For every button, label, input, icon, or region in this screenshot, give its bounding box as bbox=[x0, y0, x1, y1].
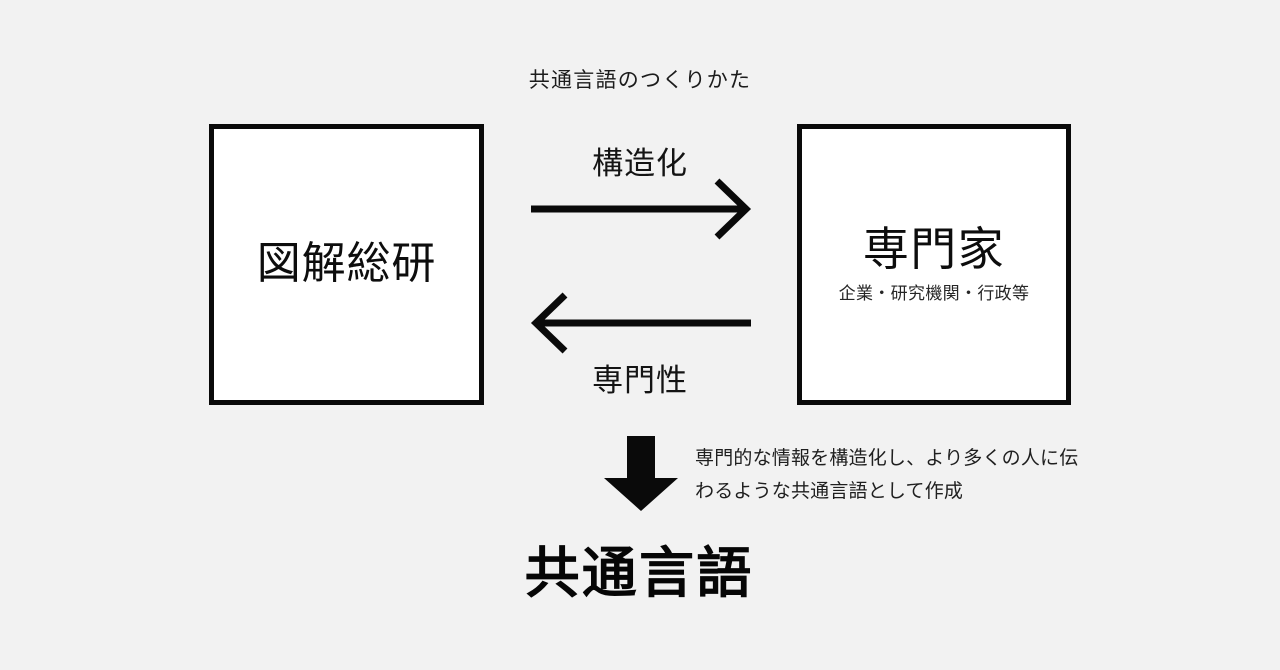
arrow-left-icon bbox=[530, 292, 751, 354]
arrow-down-icon bbox=[604, 436, 678, 511]
entity-box-zukai-soken: 図解総研 bbox=[209, 124, 484, 405]
flow-label-structuring: 構造化 bbox=[592, 146, 688, 181]
entity-box-right-label: 専門家 bbox=[862, 222, 1006, 275]
page-title: 共通言語のつくりかた bbox=[528, 69, 752, 92]
outcome-note: 専門的な情報を構造化し、より多くの人に伝 わるような共通言語として作成 bbox=[695, 443, 1145, 508]
outcome-note-line-1: 専門的な情報を構造化し、より多くの人に伝 bbox=[695, 448, 1079, 469]
arrow-right-icon bbox=[531, 178, 752, 240]
flow-label-expertise: 専門性 bbox=[592, 363, 688, 398]
outcome-note-line-2: わるような共通言語として作成 bbox=[695, 480, 964, 502]
outcome-heading: 共通言語 bbox=[524, 542, 754, 604]
entity-box-expert: 専門家 企業・研究機関・行政等 bbox=[797, 124, 1071, 405]
entity-box-right-subtitle: 企業・研究機関・行政等 bbox=[838, 284, 1030, 304]
entity-box-left-label: 図解総研 bbox=[256, 239, 437, 289]
